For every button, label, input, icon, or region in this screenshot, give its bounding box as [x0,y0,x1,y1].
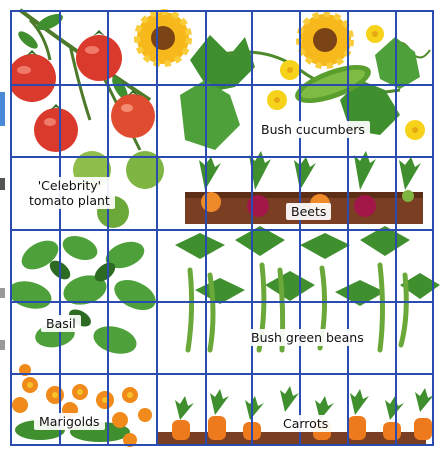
cucumber-label: Bush cucumbers [256,121,370,138]
tomato-label: 'Celebrity' tomato plant [24,177,115,209]
left-edge-marker [0,92,5,126]
left-edge-marker [0,340,5,350]
beans-label: Bush green beans [246,329,369,346]
beets-label: Beets [286,203,331,220]
carrots-label: Carrots [278,415,333,432]
left-edge-marker [0,178,5,190]
left-edge-strip [0,0,10,454]
basil-label: Basil [41,315,81,332]
marigolds-label: Marigolds [34,413,105,430]
left-edge-marker [0,288,5,298]
